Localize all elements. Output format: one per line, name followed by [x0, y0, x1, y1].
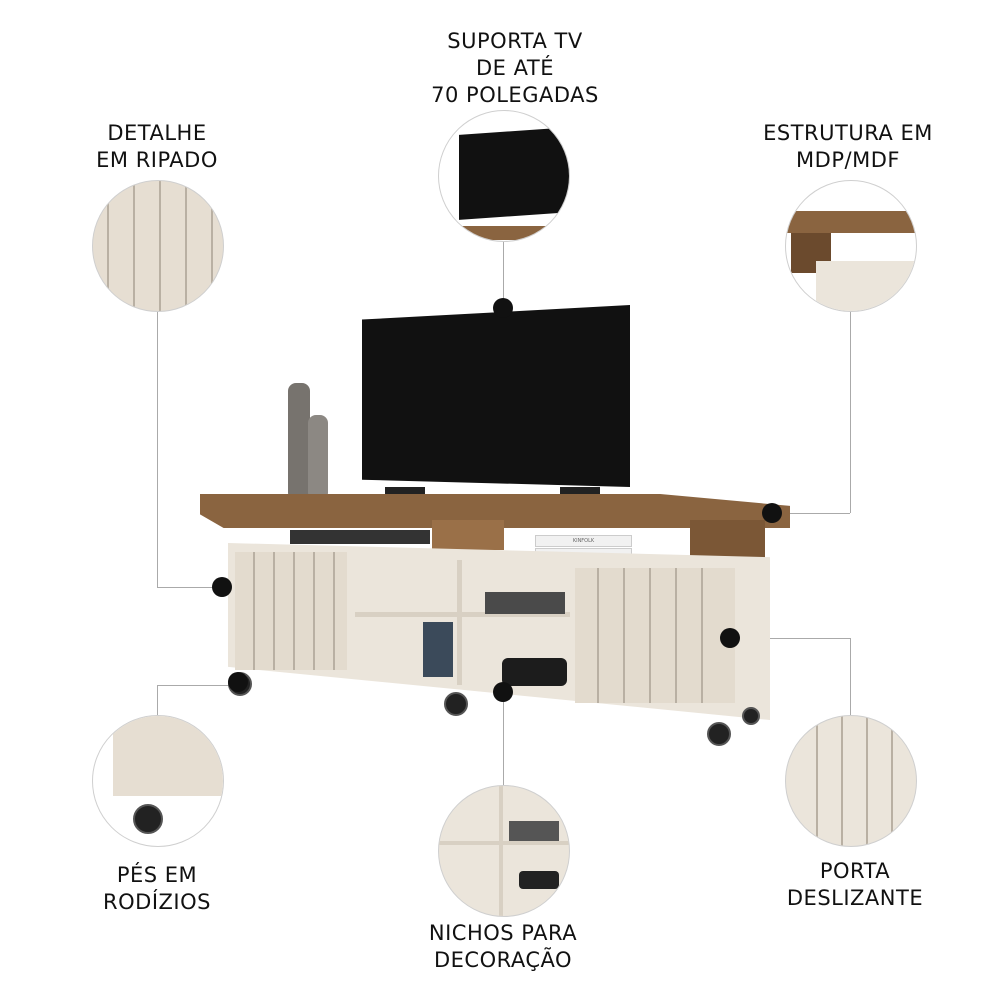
label-line: MDP/MDF [796, 148, 900, 172]
connector-line [850, 638, 851, 715]
dvd-player [290, 530, 430, 544]
right-slatted-door [575, 568, 735, 703]
detail-circle-niches [438, 785, 570, 917]
label-line: ESTRUTURA EM [763, 121, 933, 145]
callout-dot [493, 298, 513, 318]
label-line: DESLIZANTE [786, 886, 924, 910]
detail-circle-structure [785, 180, 917, 312]
callout-dot [212, 577, 232, 597]
label-structure: ESTRUTURA EM MDP/MDF [738, 120, 958, 174]
label-line: PORTA [819, 859, 891, 883]
connector-line [503, 692, 504, 785]
connector-line [730, 638, 850, 639]
connector-line [850, 310, 851, 513]
caster-wheel [742, 707, 760, 725]
niche-divider [457, 560, 462, 685]
label-sliding-door: PORTA DESLIZANTE [745, 858, 965, 912]
tv-stand [560, 487, 600, 495]
wooden-support [432, 520, 504, 550]
books [535, 548, 632, 559]
television [362, 305, 630, 487]
detail-circle-slats [92, 180, 224, 312]
label-line: 70 POLEGADAS [431, 83, 599, 107]
callout-dot [228, 672, 248, 692]
tv-stand [385, 487, 425, 495]
label-casters: PÉS EM RODÍZIOS [57, 862, 257, 916]
label-tv-support: SUPORTA TV DE ATÉ 70 POLEGADAS [415, 28, 615, 109]
label-niches: NICHOS PARA DECORAÇÃO [393, 920, 613, 974]
label-line: EM RIPADO [96, 148, 218, 172]
label-line: PÉS EM [116, 863, 198, 887]
books: KINFOLK [535, 535, 632, 547]
label-line: DETALHE [107, 121, 207, 145]
decor-box [485, 592, 565, 614]
label-line: DECORAÇÃO [433, 948, 573, 972]
caster-wheel [707, 722, 731, 746]
connector-line [772, 513, 850, 514]
niche-shelf [355, 612, 570, 617]
detail-circle-casters [92, 715, 224, 847]
wooden-support [690, 520, 765, 562]
left-slatted-door [235, 552, 347, 670]
connector-line [157, 685, 238, 686]
caster-wheel [444, 692, 468, 716]
label-line: RODÍZIOS [103, 890, 211, 914]
label-line: SUPORTA TV [447, 29, 583, 53]
vase [308, 415, 328, 495]
callout-dot [493, 682, 513, 702]
connector-line [503, 240, 504, 308]
wooden-top [200, 494, 790, 528]
decor-box [502, 658, 567, 686]
connector-line [157, 587, 222, 588]
vase [288, 383, 310, 495]
callout-dot [762, 503, 782, 523]
callout-dot [720, 628, 740, 648]
detail-circle-tv [438, 110, 570, 242]
connector-line [157, 310, 158, 587]
connector-line [157, 685, 158, 715]
decor-books [423, 622, 453, 677]
detail-circle-sliding-door [785, 715, 917, 847]
label-line: NICHOS PARA [428, 921, 578, 945]
label-line: DE ATÉ [476, 56, 554, 80]
label-slat-detail: DETALHE EM RIPADO [57, 120, 257, 174]
